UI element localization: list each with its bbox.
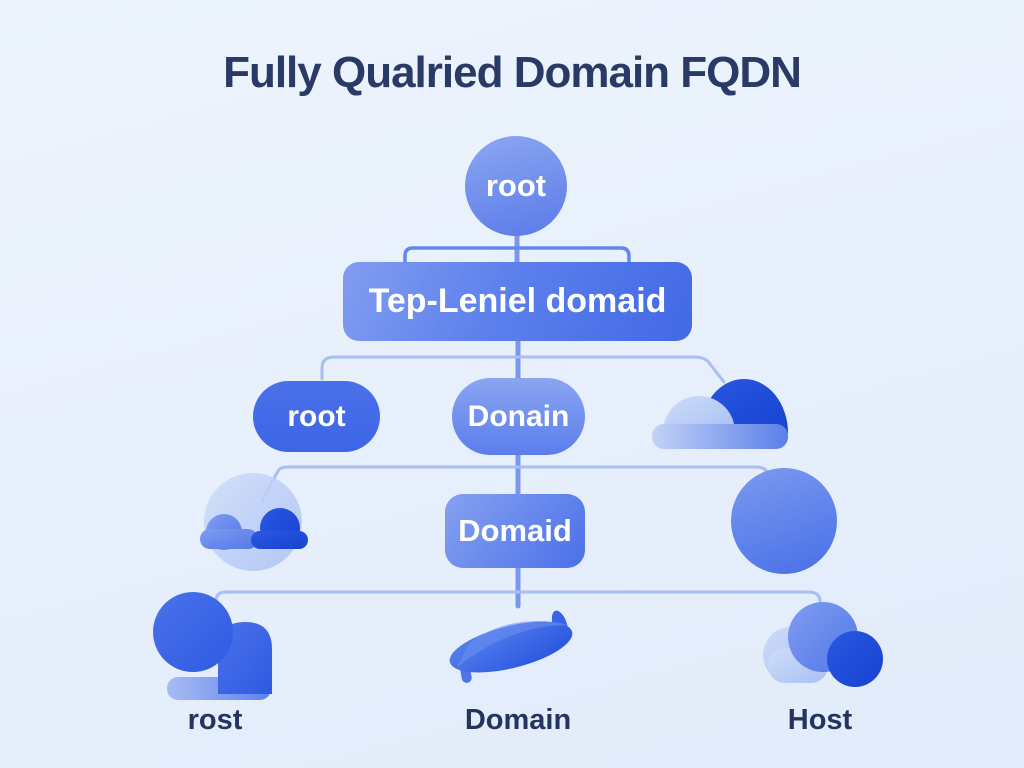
cloud-icon-right xyxy=(763,602,883,687)
node-top-level-domain: Tep-Leniel domaid xyxy=(343,262,692,341)
person-icon xyxy=(153,592,272,700)
diagram-title: Fully Qualried Domain FQDN xyxy=(223,48,802,97)
node-level3-root: root xyxy=(253,381,380,452)
node-level3-domain: Donain xyxy=(452,378,585,455)
footer-label-host-left: rost xyxy=(187,704,243,736)
node-level4-domain: Domaid xyxy=(445,494,585,568)
node-level4-circle xyxy=(731,468,837,574)
cloud-icon xyxy=(652,379,788,449)
cloud-circle-icon xyxy=(200,473,308,571)
footer-label-domain: Domain xyxy=(464,704,572,736)
leaf-icon xyxy=(449,610,573,683)
footer-label-host-right: Host xyxy=(787,704,853,736)
node-root: root xyxy=(465,136,567,236)
